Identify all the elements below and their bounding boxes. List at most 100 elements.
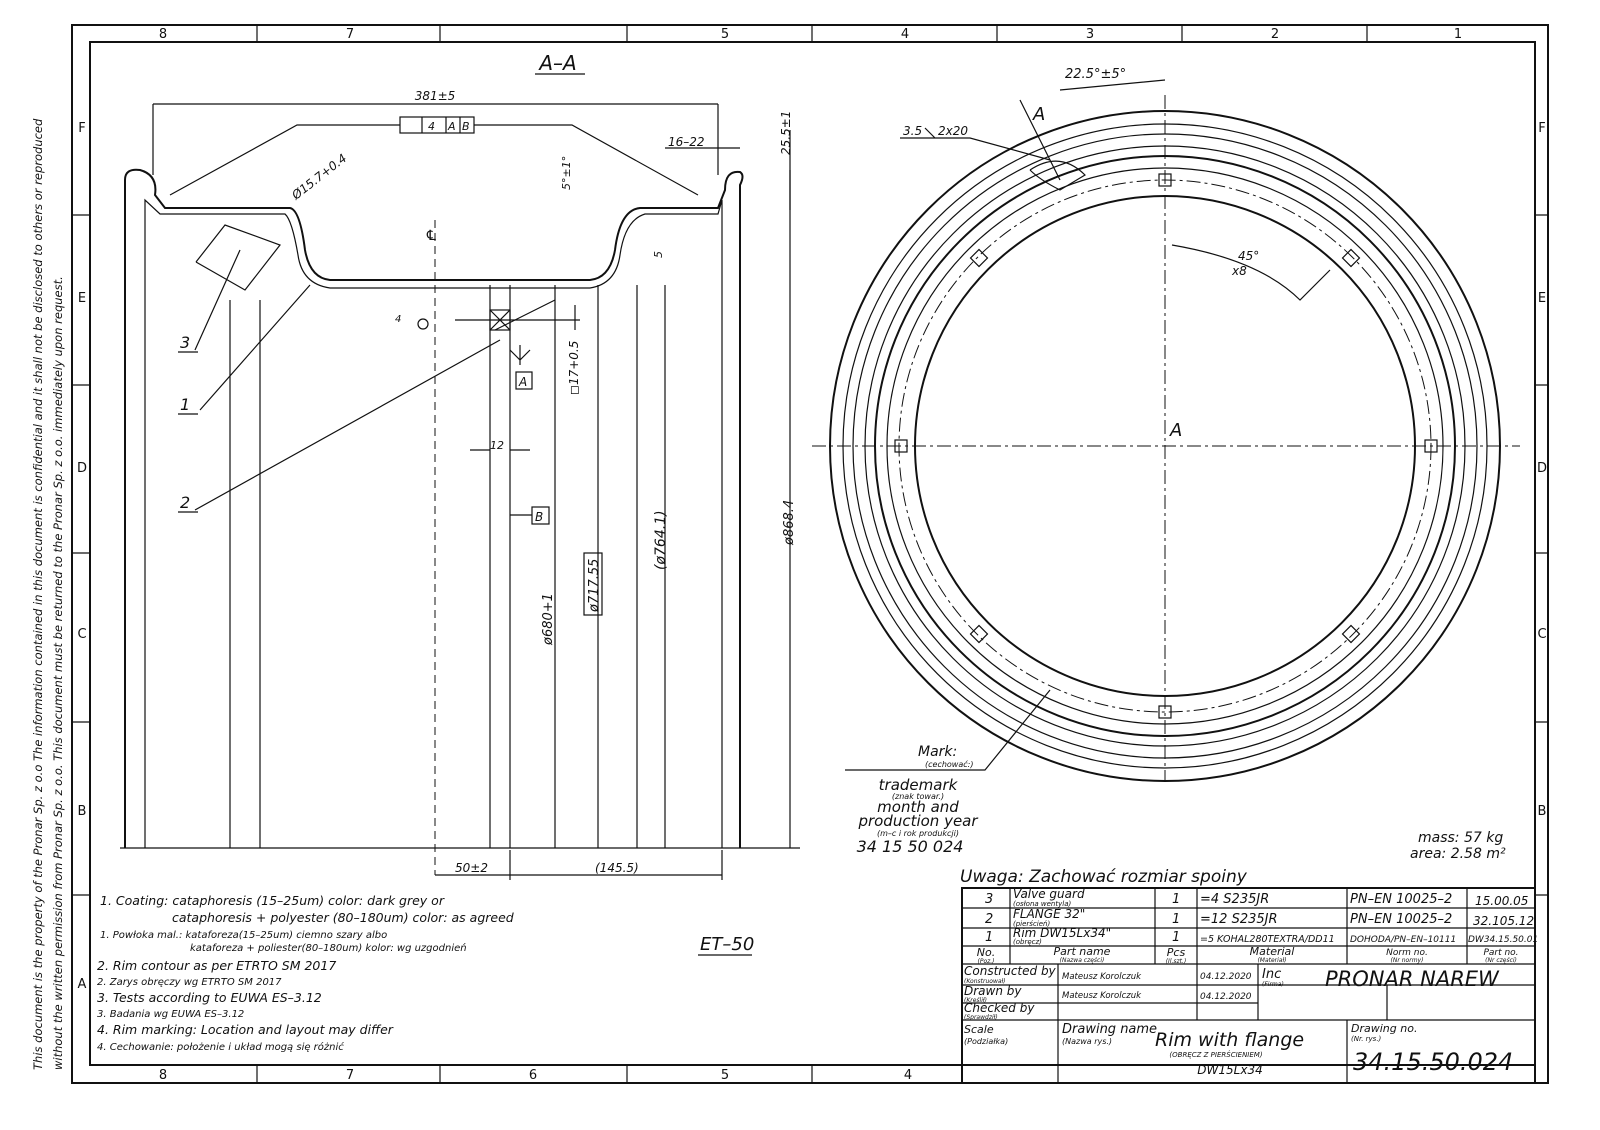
dim-hole: Ø15.7+0.4	[288, 151, 349, 203]
marking-code: 34 15 50 024	[857, 837, 964, 856]
note: 1. Powłoka mal.: kataforeza(15–25um) cie…	[100, 930, 387, 941]
datum-b: B	[535, 510, 543, 524]
trademark-label-pl: (znak towar.)	[892, 792, 944, 801]
datum-a: A	[518, 375, 527, 389]
ruler-row: E	[78, 291, 86, 306]
datum-ref: B	[462, 120, 470, 133]
drawing-title-pl: (OBRĘCZ Z PIERŚCIENIEM)	[1169, 1050, 1262, 1059]
inc-label: Inc	[1262, 967, 1281, 982]
outer-frame	[71, 24, 1549, 1084]
note: 2. Rim contour as per ETRTO SM 2017	[97, 958, 336, 973]
part-norm: DOHODA/PN–EN–10111	[1350, 935, 1456, 945]
header-material: Material	[1250, 945, 1295, 958]
part-no: 2	[985, 912, 993, 927]
ruler-label: 5	[721, 1068, 729, 1083]
ruler-row: D	[77, 461, 87, 476]
construct-date: 04.12.2020	[1200, 972, 1252, 982]
company-name: PRONAR NAREW	[1325, 967, 1500, 991]
dim-angle-valve: 22.5°±5°	[1065, 67, 1126, 82]
header-name-pl: (Nazwa części)	[1060, 957, 1105, 964]
section-title: A–A	[537, 51, 576, 75]
drafter-name: Mateusz Korolczuk	[1062, 991, 1142, 1001]
dim-d764: (ø764.1)	[653, 510, 669, 570]
dim-twelve: 12	[490, 439, 504, 452]
ruler-label: 7	[346, 27, 354, 42]
drawing-name-label: Drawing name	[1062, 1022, 1157, 1037]
trademark-label: trademark	[879, 776, 959, 794]
dim-flange-gap: 16–22	[668, 135, 705, 149]
ruler-label: 1	[1454, 27, 1462, 42]
note: 4. Cechowanie: położenie i układ mogą si…	[97, 1041, 344, 1053]
part-name: Rim DW15Lx34"	[1013, 926, 1111, 940]
dim-square: ◻17+0.5	[567, 341, 581, 395]
part-number: 15.00.05	[1475, 894, 1528, 908]
callout-2: 2	[180, 493, 190, 512]
scale-label-pl: (Podziałka)	[964, 1037, 1008, 1046]
header-pcs: Pcs	[1167, 946, 1186, 959]
section-mark-a-center: A	[1169, 420, 1182, 441]
mark-label-pl: (cechować:)	[925, 759, 973, 769]
note: 2. Zarys obręczy wg ETRTO SM 2017	[97, 977, 282, 988]
dim-d717: ø717.55	[587, 559, 602, 613]
drawn-label: Drawn by	[964, 984, 1022, 998]
ruler-label: 2	[1271, 27, 1279, 42]
ruler-label: 6	[529, 1068, 537, 1083]
ruler-row: C	[77, 627, 86, 642]
part-norm: PN–EN 10025–2	[1350, 892, 1452, 907]
dim-five: 5	[652, 251, 665, 258]
drawing-title: Rim with flange	[1155, 1029, 1304, 1051]
header-pcs-pl: (Il.szt.)	[1166, 958, 1187, 965]
part-name-pl: (obręcz)	[1013, 938, 1042, 946]
part-no: 3	[985, 892, 993, 907]
mass-value: mass: 57 kg	[1418, 830, 1503, 846]
part-pcs: 1	[1172, 912, 1180, 927]
constructed-label-pl: (Konstruował)	[964, 978, 1006, 985]
note: 4. Rim marking: Location and layout may …	[97, 1022, 394, 1037]
inc-label-pl: (Firma)	[1262, 981, 1284, 988]
ruler-label: 4	[904, 1068, 912, 1083]
rim-profile	[124, 168, 744, 848]
production-label: production year	[857, 812, 978, 830]
drawn-label-pl: (Kreślił)	[964, 997, 987, 1004]
front-view: 22.5°±5° A 3.5 2x20 A 45° x8 Mark: (cech…	[812, 67, 1520, 862]
tolerance-value: 4	[428, 120, 435, 133]
drawing-number: 34.15.50.024	[1353, 1048, 1513, 1076]
weld-note: Uwaga: Zachować rozmiar spoiny	[960, 867, 1248, 887]
part-pcs: 1	[1172, 930, 1180, 945]
ruler-top: 8 7 5 4 3 2 1 8 7 6 5 4 F E D C B A F E …	[77, 27, 1547, 1083]
area-value: area: 2.58 m²	[1410, 846, 1506, 862]
notes: 1. Coating: cataphoresis (15–25um) color…	[97, 893, 514, 1053]
part-name: Valve guard	[1013, 887, 1085, 901]
header-material-pl: (Materiał)	[1257, 957, 1286, 964]
part-name: FLANGE 32"	[1013, 907, 1085, 921]
constructed-label: Constructed by	[964, 964, 1057, 978]
note: 1. Coating: cataphoresis (15–25um) color…	[100, 893, 445, 908]
header-norm: Norm no.	[1386, 948, 1428, 958]
callout-3: 3	[180, 333, 190, 352]
production-label-pl: (m–c i rok produkcji)	[877, 829, 959, 838]
drawn-date: 04.12.2020	[1200, 992, 1252, 1002]
part-number: DW34.15.50.01	[1468, 935, 1538, 945]
ruler-row: D	[1537, 461, 1547, 476]
dim-d680: ø680+1	[541, 593, 556, 646]
part-name-pl: (osłona wentyla)	[1013, 900, 1071, 908]
drawing-no-label-pl: (Nr. rys.)	[1351, 1035, 1382, 1043]
note: kataforeza + poliester(80–180um) kolor: …	[190, 942, 467, 954]
dim-height: 25.5±1	[779, 111, 793, 155]
drawing-no-label: Drawing no.	[1351, 1022, 1417, 1035]
et-offset-label: ET–50	[700, 934, 754, 955]
checked-label: Checked by	[964, 1001, 1035, 1015]
ruler-label: 4	[901, 27, 909, 42]
callout-1: 1	[180, 395, 190, 414]
centerline-symbol: ℄	[425, 228, 438, 244]
checked-label-pl: (Sprawdził)	[964, 1014, 998, 1021]
ruler-label: 8	[159, 1068, 167, 1083]
part-no: 1	[985, 930, 993, 945]
ruler-row: A	[78, 977, 87, 992]
part-material: =5 KOHAL280TEXTRA/DD11	[1200, 934, 1335, 945]
header-no: No.	[977, 946, 995, 959]
month-label: month and	[877, 798, 959, 816]
dim-d868: ø868.4	[782, 500, 797, 546]
confidentiality-note-1: This document is the property of the Pro…	[31, 118, 45, 1070]
